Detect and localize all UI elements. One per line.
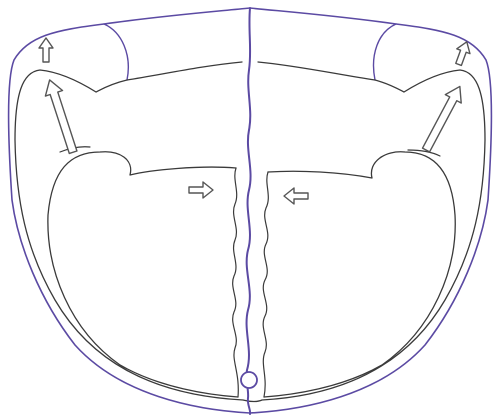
right-wavy-line	[263, 172, 268, 397]
outward-arrow-icon	[39, 38, 53, 62]
diagonal-arrow-icon	[418, 82, 468, 154]
left-upper-lobe-line	[104, 24, 128, 80]
inward-arrow-icon	[189, 182, 213, 198]
inward-arrow-icon	[284, 188, 308, 204]
central-midline	[246, 8, 250, 414]
right-upper-lobe-line	[374, 24, 396, 80]
left-wavy-line	[233, 168, 239, 397]
circle-marker-icon	[241, 372, 257, 388]
diagonal-arrow-icon	[41, 77, 82, 155]
